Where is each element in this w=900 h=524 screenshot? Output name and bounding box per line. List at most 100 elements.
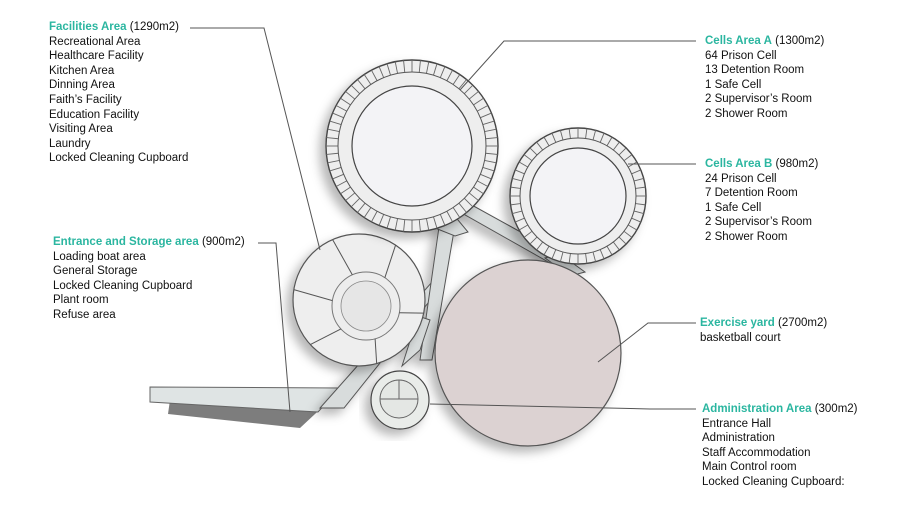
leader-exercise	[597, 322, 696, 363]
cell-division	[633, 177, 644, 182]
label-item: Faith’s Facility	[49, 93, 122, 106]
cell-division	[612, 141, 620, 151]
cell-division	[458, 79, 467, 90]
label-admin: Administration Area (300m2) Entrance Hal…	[702, 402, 858, 490]
label-entrance-name: Entrance and Storage area	[53, 236, 199, 248]
cell-division	[477, 105, 489, 112]
cell-division	[378, 66, 385, 78]
label-item: Laundry	[49, 137, 91, 150]
label-exercise-name: Exercise yard	[700, 317, 775, 329]
cell-division	[473, 97, 484, 106]
cell-division	[439, 214, 446, 226]
facility-partition	[374, 338, 378, 364]
cell-division	[335, 105, 347, 112]
facility-partition	[310, 328, 342, 346]
cell-division	[536, 141, 544, 151]
cell-division	[439, 66, 446, 78]
cell-division	[482, 120, 495, 125]
label-cells-a-area: (1300m2)	[775, 35, 825, 47]
label-item: 2 Supervisor’s Room	[705, 216, 812, 229]
cell-division	[631, 169, 641, 175]
label-item: Locked Cleaning Cupboard	[53, 279, 193, 292]
label-item: Plant room	[53, 294, 109, 307]
label-cells-a-name: Cells Area A	[705, 35, 772, 47]
cell-division	[394, 61, 399, 74]
cell-division	[599, 133, 605, 143]
label-item: 2 Shower Room	[705, 230, 788, 243]
cell-division	[326, 152, 339, 155]
label-item: 2 Shower Room	[705, 107, 788, 120]
leader-admin	[429, 403, 696, 410]
cell-division	[568, 128, 571, 139]
label-cells-b-area: (980m2)	[775, 158, 819, 170]
cell-division	[599, 249, 605, 259]
cell-division	[363, 207, 372, 218]
cell-division	[635, 203, 646, 206]
cell-division	[446, 69, 453, 81]
cells-area-b-cells	[510, 128, 646, 264]
cell-division	[559, 130, 564, 141]
facility-partition	[293, 289, 333, 302]
loading-ramp	[149, 386, 342, 428]
label-exercise: Exercise yard (2700m2) basketball court	[700, 316, 827, 345]
cell-division	[551, 133, 557, 143]
cell-division	[452, 207, 461, 218]
cell-division	[485, 137, 498, 140]
cell-division	[378, 214, 385, 226]
cell-division	[559, 251, 564, 262]
cell-division	[592, 130, 597, 141]
label-item: Dinning Area	[49, 79, 115, 92]
label-item: 2 Supervisor’s Room	[705, 93, 812, 106]
cell-division	[340, 97, 351, 106]
cell-division	[386, 216, 391, 229]
label-item: Locked Cleaning Cupboard:	[702, 475, 845, 488]
cell-division	[510, 186, 521, 189]
leader-entrance	[258, 242, 291, 413]
cell-division	[327, 128, 340, 133]
label-item: 1 Safe Cell	[705, 78, 762, 91]
exercise-yard	[434, 259, 622, 447]
cell-division	[484, 159, 497, 164]
cell-division	[345, 91, 356, 100]
cells-area-a-courtyard	[351, 85, 473, 207]
cell-division	[363, 74, 372, 85]
label-item: 1 Safe Cell	[705, 201, 762, 214]
cell-division	[543, 246, 550, 256]
cell-division	[418, 219, 421, 232]
cell-division	[350, 198, 360, 208]
cell-division	[371, 69, 378, 81]
label-item: Education Facility	[49, 108, 140, 121]
cell-division	[485, 152, 498, 155]
facility-partition	[332, 239, 353, 276]
cell-division	[350, 84, 360, 94]
cells-area-b-courtyard	[529, 147, 627, 245]
cell-division	[403, 60, 406, 73]
cell-division	[568, 253, 571, 264]
label-item: Healthcare Facility	[49, 50, 144, 63]
cell-division	[403, 219, 406, 232]
cell-division	[468, 91, 479, 100]
cell-division	[433, 63, 438, 76]
cell-division	[585, 253, 588, 264]
label-facilities-name: Facilities Area	[49, 21, 127, 33]
administration-inner	[379, 379, 419, 419]
cell-division	[477, 180, 489, 187]
leader-lines	[190, 27, 696, 413]
cell-division-inner-wall	[519, 137, 637, 255]
cell-division	[482, 167, 495, 172]
cell-division-inner-wall	[337, 71, 487, 221]
cell-division	[529, 236, 538, 245]
cell-division	[329, 120, 342, 125]
cell-division	[529, 147, 538, 156]
cell-division	[425, 61, 430, 74]
label-item: 64 Prison Cell	[705, 49, 777, 62]
label-item: Main Control room	[702, 461, 797, 474]
cell-division	[480, 173, 492, 180]
label-item: General Storage	[53, 265, 138, 278]
leader-cells-a	[459, 40, 696, 91]
cell-division	[418, 60, 421, 73]
